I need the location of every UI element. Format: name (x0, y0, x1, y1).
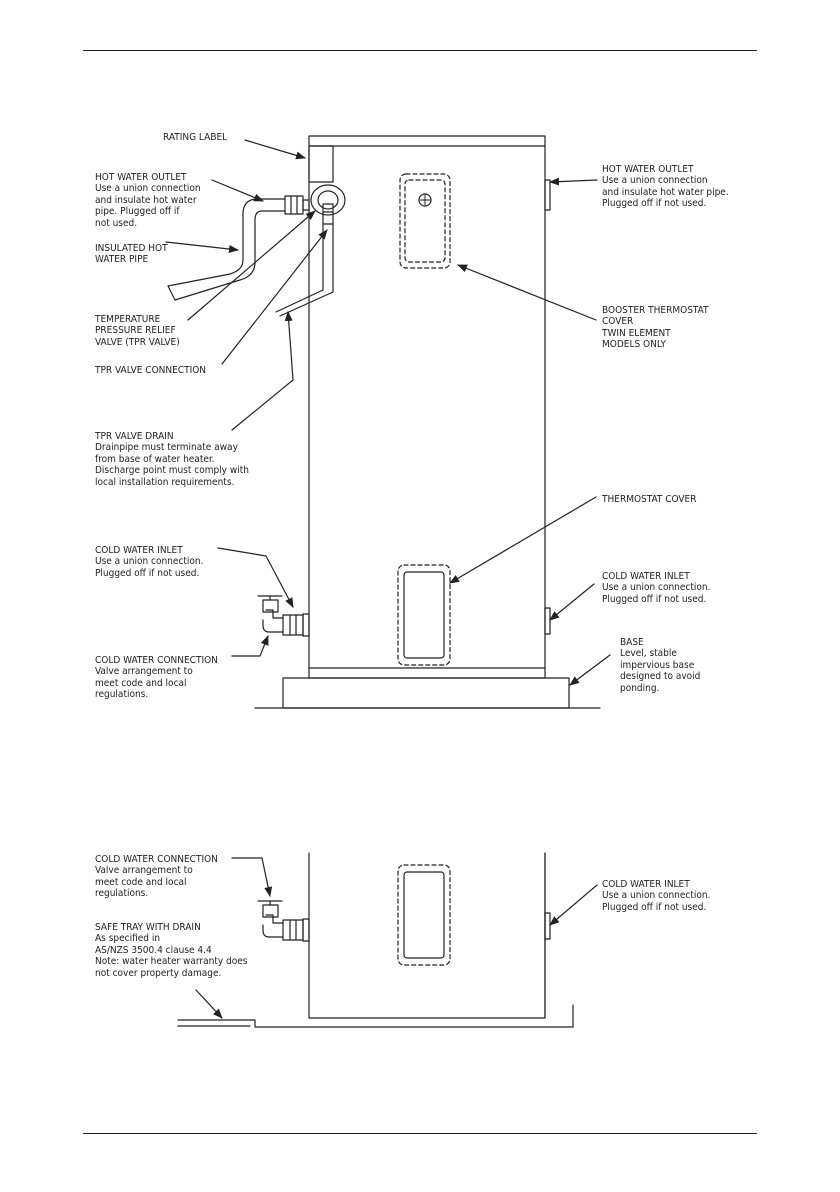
booster-thermostat-cover-label: BOOSTER THERMOSTAT COVER TWIN ELEMENT MO… (602, 305, 709, 351)
label-body: Drainpipe must terminate away from base … (95, 442, 249, 488)
lower-cold-water-connection-label: COLD WATER CONNECTION Valve arrangement … (95, 854, 218, 900)
label-title: BASE (620, 637, 644, 648)
cold-water-inlet-right-label: COLD WATER INLET Use a union connection.… (602, 571, 710, 605)
header-rule (83, 50, 757, 51)
lower-cold-water-inlet-label: COLD WATER INLET Use a union connection.… (602, 879, 710, 913)
tpr-valve (275, 184, 346, 317)
safe-tray (177, 1004, 574, 1028)
leader-lines-upper (165, 139, 611, 686)
label-title: TPR VALVE DRAIN (95, 431, 174, 442)
cold-water-inlet-left-label: COLD WATER INLET Use a union connection.… (95, 545, 203, 579)
cold-inlet-right-nub (544, 607, 551, 635)
label-title: SAFE TRAY WITH DRAIN (95, 922, 201, 933)
label-body: Use a union connection. Plugged off if n… (602, 890, 711, 913)
hot-water-outlet-pipe (167, 195, 310, 301)
lower-cylinder (308, 852, 546, 1019)
label-body: Use a union connection and insulate hot … (95, 183, 201, 229)
thermostat-cover (397, 564, 451, 666)
label-title: COLD WATER INLET (95, 545, 183, 556)
footer-rule (83, 1133, 757, 1134)
tpr-valve-label: TEMPERATURE PRESSURE RELIEF VALVE (TPR V… (95, 314, 180, 348)
water-heater-cylinder (308, 135, 546, 679)
label-title: COLD WATER INLET (602, 571, 690, 582)
thermostat-cover-label: THERMOSTAT COVER (602, 494, 697, 505)
insulated-pipe-label: INSULATED HOT WATER PIPE (95, 243, 168, 266)
label-body: As specified in AS/NZS 3500.4 clause 4.4… (95, 933, 248, 979)
hot-water-outlet-left-label: HOT WATER OUTLET Use a union connection … (95, 172, 201, 229)
label-title: HOT WATER OUTLET (95, 172, 187, 183)
cold-water-connection-label: COLD WATER CONNECTION Valve arrangement … (95, 655, 218, 701)
base-plinth (254, 677, 601, 709)
safe-tray-label: SAFE TRAY WITH DRAIN As specified in AS/… (95, 922, 248, 979)
lower-cold-inlet-nub (544, 912, 551, 940)
label-body: Use a union connection and insulate hot … (602, 175, 729, 210)
hot-water-outlet-right-label: HOT WATER OUTLET Use a union connection … (602, 164, 729, 210)
tpr-connection-label: TPR VALVE CONNECTION (95, 365, 207, 376)
label-body: Valve arrangement to meet code and local… (95, 865, 193, 900)
hot-outlet-right-nub (544, 179, 551, 211)
leader-lines-lower (195, 857, 598, 1019)
label-title: COLD WATER INLET (602, 879, 690, 890)
tpr-drain-label: TPR VALVE DRAIN Drainpipe must terminate… (95, 431, 249, 488)
rating-label-text: RATING LABEL (163, 132, 228, 143)
rating-label-plate (308, 145, 334, 183)
label-body: Use a union connection. Plugged off if n… (95, 556, 204, 579)
label-title: COLD WATER CONNECTION (95, 655, 218, 666)
cold-water-valve (257, 595, 310, 637)
label-title: HOT WATER OUTLET (602, 164, 694, 175)
label-body: Level, stable impervious base designed t… (620, 648, 701, 694)
base-label: BASE Level, stable impervious base desig… (620, 637, 700, 694)
label-body: Use a union connection. Plugged off if n… (602, 582, 711, 605)
label-body: Valve arrangement to meet code and local… (95, 666, 193, 701)
lower-cold-valve (257, 900, 310, 942)
lower-thermostat-cover (397, 864, 451, 966)
label-title: COLD WATER CONNECTION (95, 854, 218, 865)
booster-thermostat-cover (399, 173, 451, 269)
